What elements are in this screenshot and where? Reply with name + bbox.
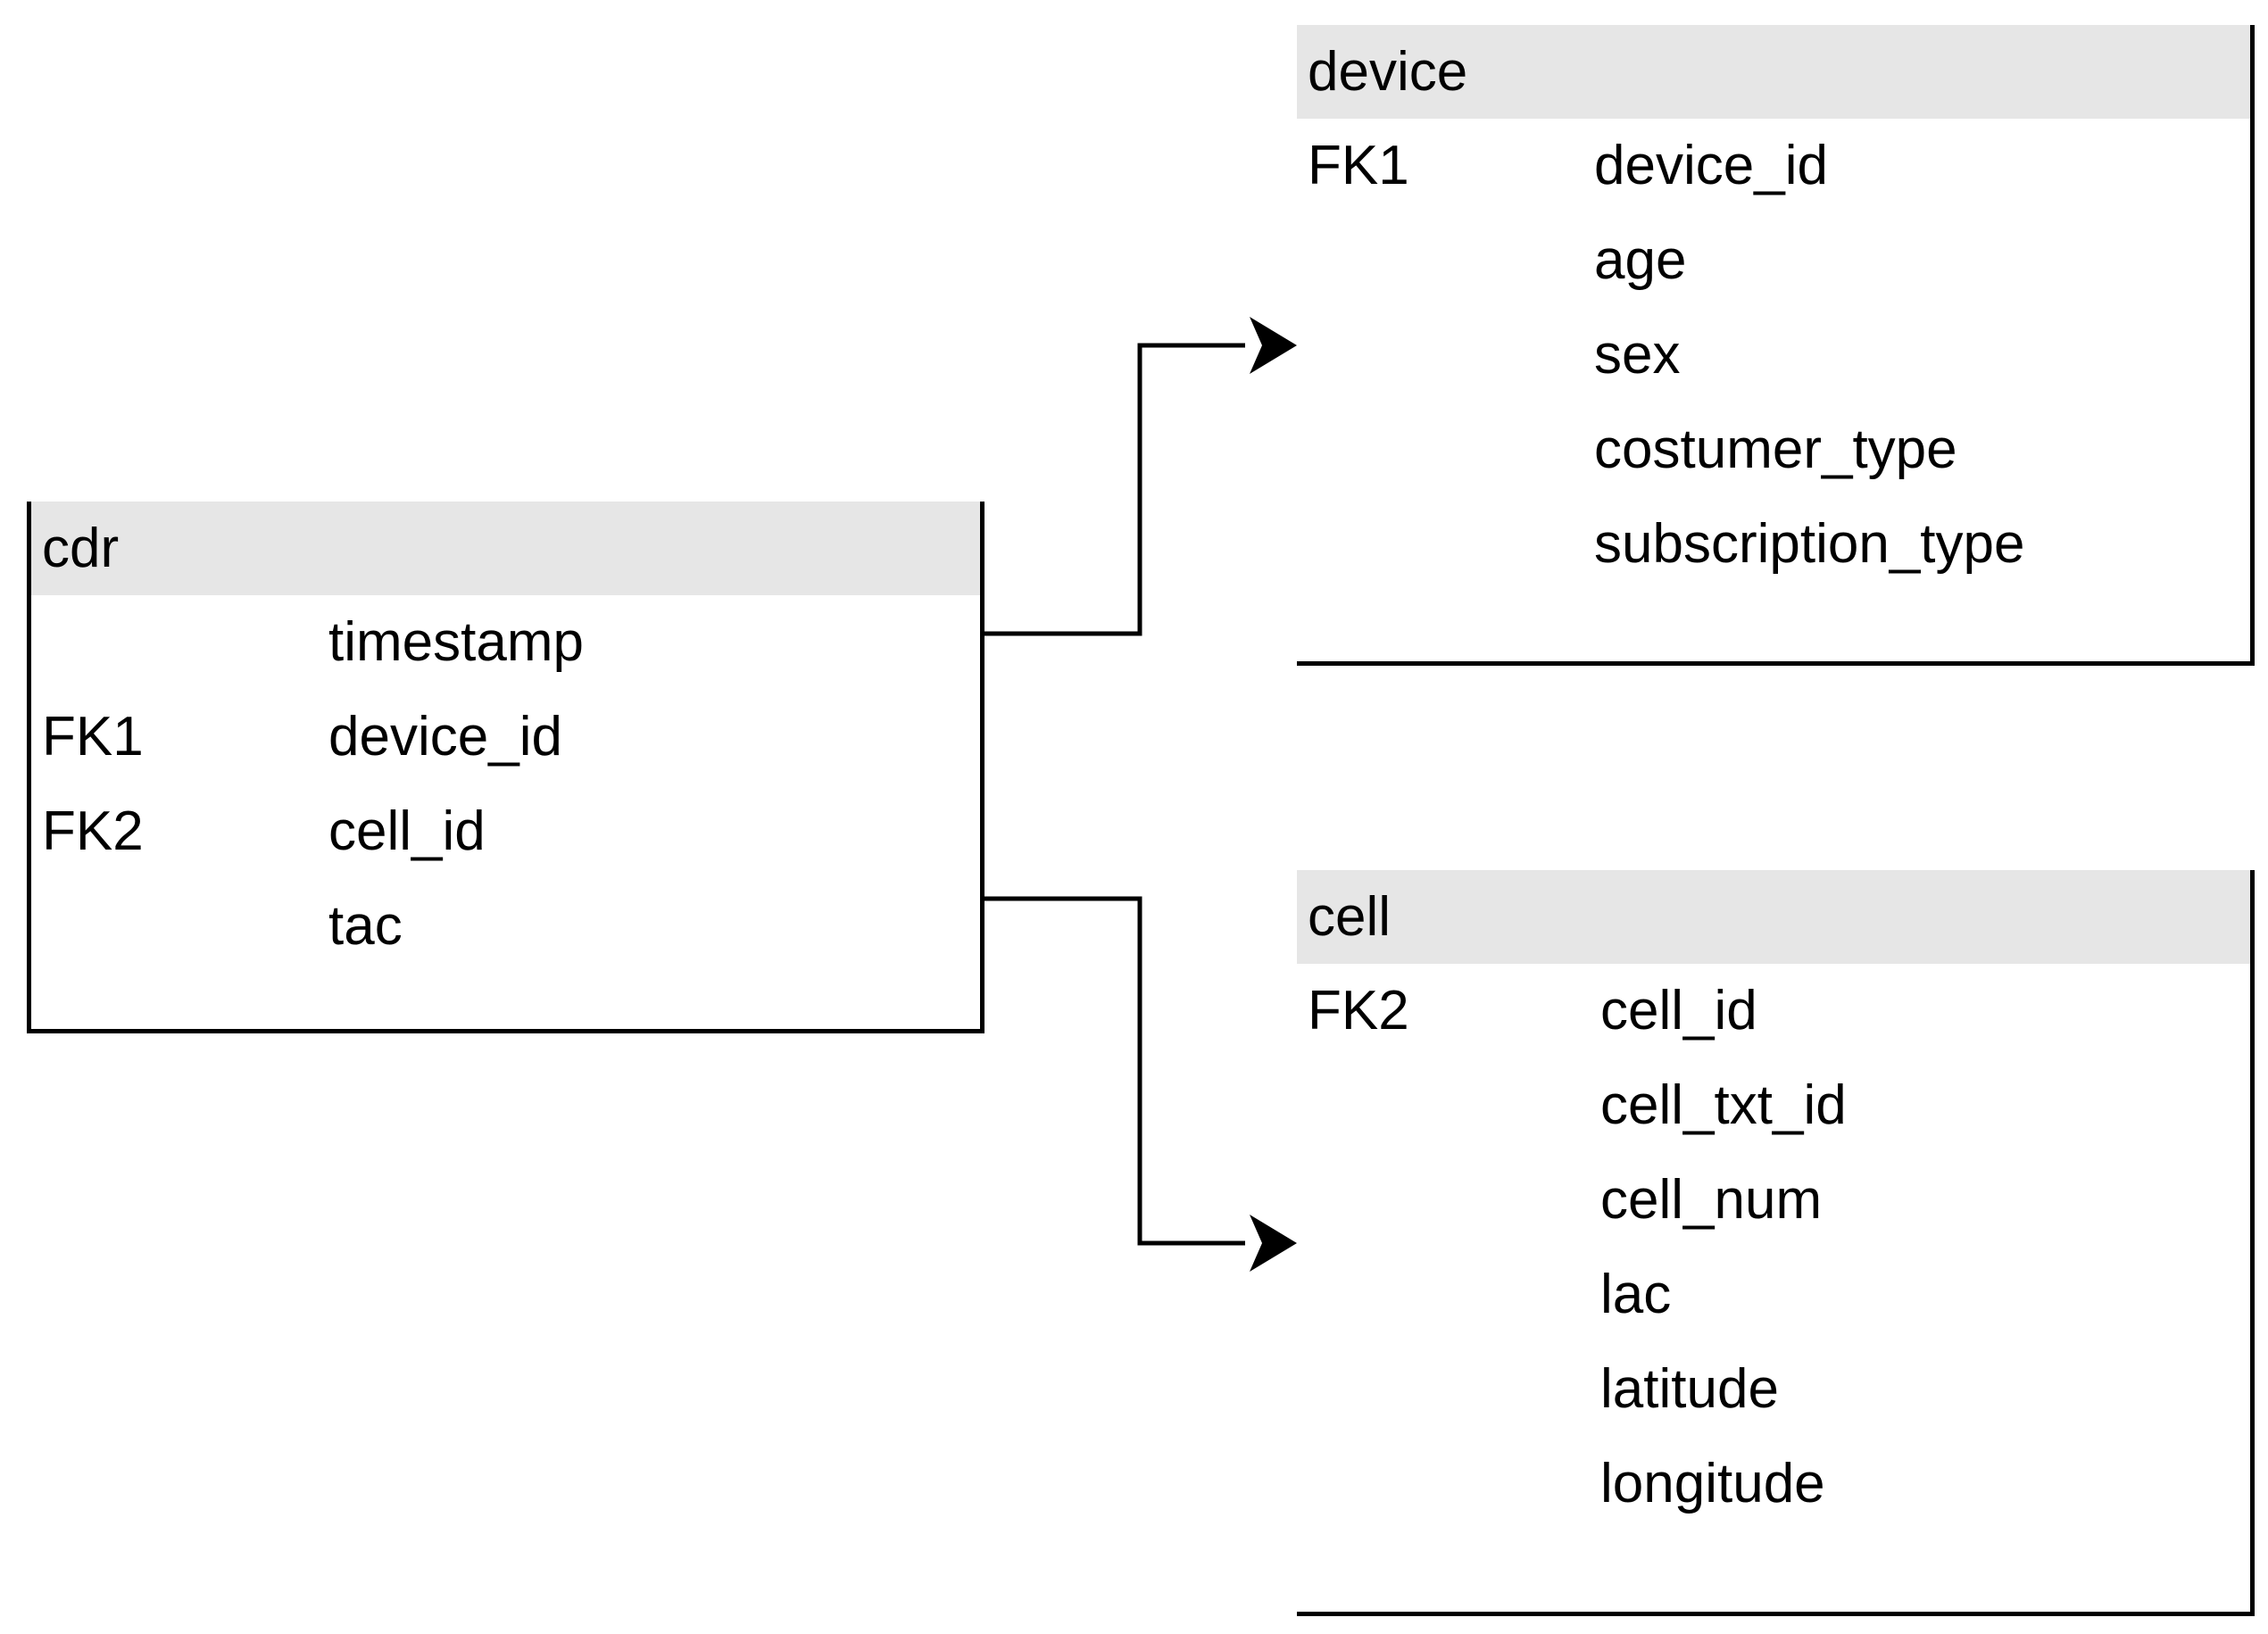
row-field: costumer_type xyxy=(1594,419,1957,480)
entity-row: subscription_type xyxy=(1297,497,2250,592)
row-field: timestamp xyxy=(328,611,584,673)
entity-row: FK1 device_id xyxy=(31,690,980,784)
arrowhead-cell-icon xyxy=(1250,1215,1297,1272)
row-field: subscription_type xyxy=(1594,513,2025,575)
connector-cdr-to-device xyxy=(982,343,1245,636)
row-field: sex xyxy=(1594,324,1681,386)
entity-device[interactable]: device FK1 device_id age sex costumer_ty… xyxy=(1297,25,2255,666)
row-key: FK1 xyxy=(1308,135,1409,196)
row-field: tac xyxy=(328,895,403,957)
arrowhead-device-icon xyxy=(1250,317,1297,374)
entity-row: FK2 cell_id xyxy=(1297,964,2250,1058)
entity-header-cell: cell xyxy=(1297,870,2250,964)
entity-row: FK1 device_id xyxy=(1297,119,2250,213)
entity-row: cell_txt_id xyxy=(1297,1058,2250,1153)
entity-row: lac xyxy=(1297,1248,2250,1342)
entity-row: costumer_type xyxy=(1297,402,2250,497)
row-field: lac xyxy=(1600,1264,1672,1325)
entity-cdr[interactable]: cdr timestamp FK1 device_id FK2 cell_id … xyxy=(27,502,984,1033)
entity-header-device: device xyxy=(1297,25,2250,119)
row-field: latitude xyxy=(1600,1358,1779,1420)
entity-row: timestamp xyxy=(31,595,980,690)
row-key: FK2 xyxy=(1308,980,1409,1041)
row-field: device_id xyxy=(328,706,562,767)
entity-row: age xyxy=(1297,213,2250,308)
entity-row: longitude xyxy=(1297,1437,2250,1531)
row-field: cell_id xyxy=(1600,980,1757,1041)
row-field: age xyxy=(1594,229,1687,291)
entity-row: FK2 cell_id xyxy=(31,784,980,879)
row-field: longitude xyxy=(1600,1453,1825,1514)
row-field: device_id xyxy=(1594,135,1828,196)
entity-cell[interactable]: cell FK2 cell_id cell_txt_id cell_num la… xyxy=(1297,870,2255,1616)
row-key: FK1 xyxy=(42,706,144,767)
connector-cdr-to-cell xyxy=(982,896,1245,1246)
row-key: FK2 xyxy=(42,800,144,862)
row-field: cell_id xyxy=(328,800,486,862)
entity-header-cdr: cdr xyxy=(31,502,980,595)
entity-row: cell_num xyxy=(1297,1153,2250,1248)
entity-row: tac xyxy=(31,879,980,974)
row-field: cell_txt_id xyxy=(1600,1074,1847,1136)
entity-row: sex xyxy=(1297,308,2250,402)
row-field: cell_num xyxy=(1600,1169,1823,1231)
entity-row: latitude xyxy=(1297,1342,2250,1437)
